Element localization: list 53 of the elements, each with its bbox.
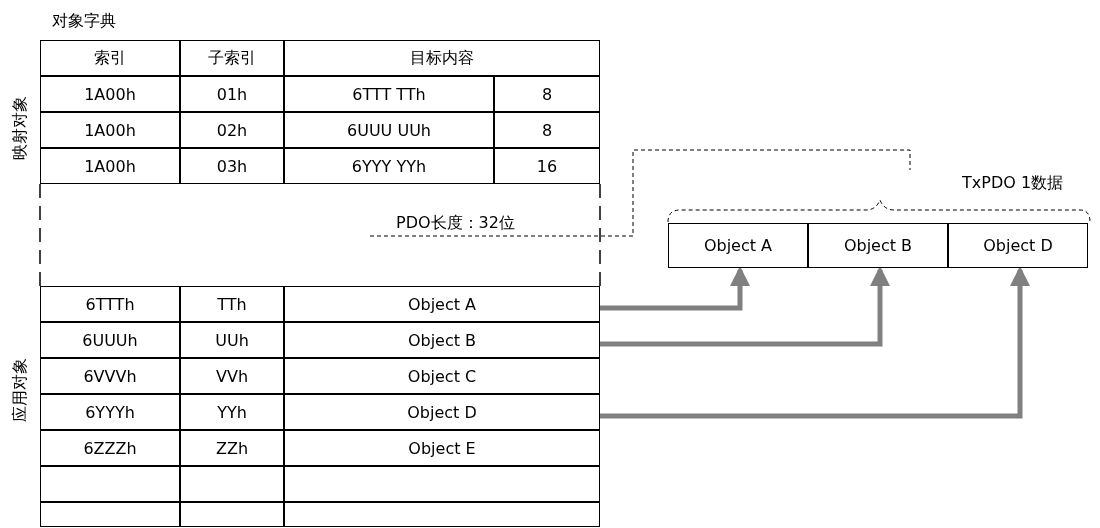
data-box: Object B bbox=[808, 223, 948, 268]
table-cell: 6YYY YYh bbox=[284, 148, 494, 184]
table-cell: Object E bbox=[284, 430, 600, 466]
table-row bbox=[40, 112, 600, 148]
table-cell: 6UUUh bbox=[40, 322, 180, 358]
arrow bbox=[600, 266, 750, 311]
table-cell: 16 bbox=[494, 148, 600, 184]
table-row bbox=[40, 466, 600, 502]
table-cell: Object A bbox=[284, 286, 600, 322]
table-cell: 8 bbox=[494, 112, 600, 148]
table-cell: VVh bbox=[180, 358, 284, 394]
table-cell: 6ZZZh bbox=[40, 430, 180, 466]
table-cell: 6TTTh bbox=[40, 286, 180, 322]
table-cell: UUh bbox=[180, 322, 284, 358]
table-cell: Object C bbox=[284, 358, 600, 394]
data-box: Object A bbox=[668, 223, 808, 268]
table-cell: 索引 bbox=[40, 40, 180, 76]
table-title: 对象字典 bbox=[52, 9, 117, 32]
table-cell: TTh bbox=[180, 286, 284, 322]
table-cell: ZZh bbox=[180, 430, 284, 466]
table-row bbox=[40, 148, 600, 184]
table-cell: 6UUU UUh bbox=[284, 112, 494, 148]
table-row bbox=[40, 502, 600, 527]
table-cell: YYh bbox=[180, 394, 284, 430]
arrow bbox=[600, 266, 890, 347]
table-cell: Object D bbox=[284, 394, 600, 430]
data-box: Object D bbox=[948, 223, 1088, 268]
table-cell: 1A00h bbox=[40, 76, 180, 112]
table-cell: 1A00h bbox=[40, 148, 180, 184]
table-cell: 02h bbox=[180, 112, 284, 148]
table-cell: 8 bbox=[494, 76, 600, 112]
table-row bbox=[40, 430, 600, 466]
row-group-label: 映射对象 bbox=[8, 95, 30, 162]
table-row bbox=[40, 322, 600, 358]
table-row bbox=[40, 358, 600, 394]
table-cell: Object B bbox=[284, 322, 600, 358]
table-cell: 目标内容 bbox=[284, 40, 600, 76]
leader-line bbox=[369, 149, 911, 237]
annotation-text: PDO长度：32位 bbox=[396, 210, 526, 236]
table-row bbox=[40, 286, 600, 322]
table-cell: 03h bbox=[180, 148, 284, 184]
table-cell: 6YYYh bbox=[40, 394, 180, 430]
table-row bbox=[40, 394, 600, 430]
arrow bbox=[600, 266, 1030, 419]
table-cell: 子索引 bbox=[180, 40, 284, 76]
group-title: TxPDO 1数据 bbox=[962, 171, 1065, 194]
table-row bbox=[40, 76, 600, 112]
table-cell: 6TTT TTh bbox=[284, 76, 494, 112]
table-cell: 6VVVh bbox=[40, 358, 180, 394]
table-row bbox=[40, 40, 600, 76]
table-cell: 1A00h bbox=[40, 112, 180, 148]
table-cell: 01h bbox=[180, 76, 284, 112]
row-group-label: 应用对象 bbox=[8, 357, 30, 424]
